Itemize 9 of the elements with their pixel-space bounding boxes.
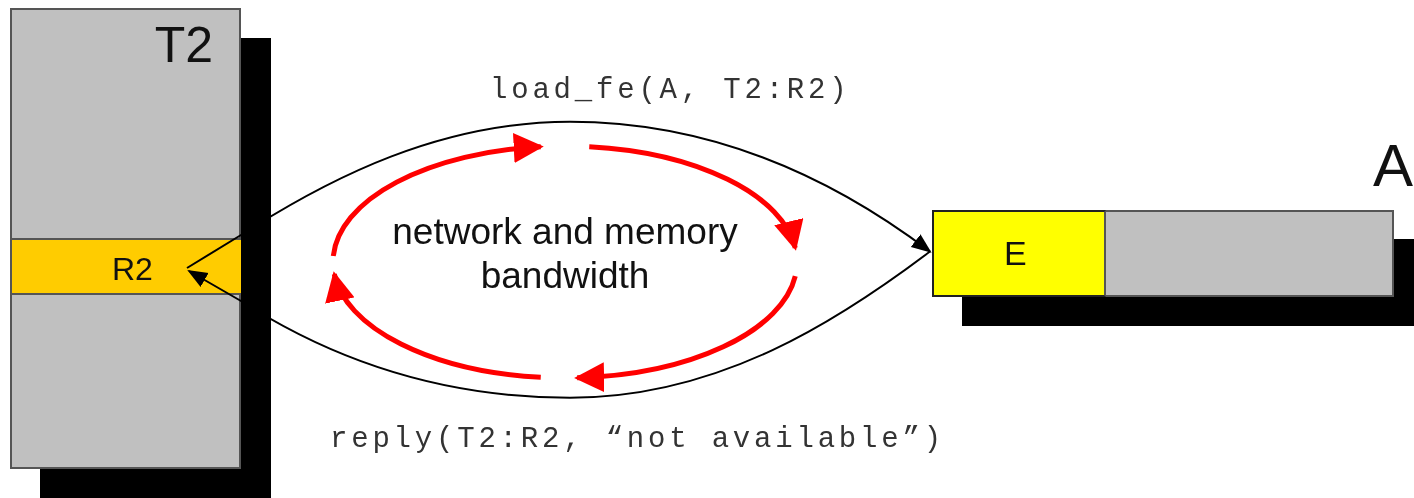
box-label: R2 [112, 253, 153, 285]
array-name: A [1372, 136, 1413, 196]
box-label: E [1004, 236, 1027, 270]
box-label: T2 [154, 20, 213, 70]
center-label: network and memory bandwidth [391, 210, 739, 299]
element-cell [932, 210, 1106, 297]
register-band [10, 238, 241, 295]
arrow [186, 120, 932, 269]
arrow [187, 250, 931, 399]
